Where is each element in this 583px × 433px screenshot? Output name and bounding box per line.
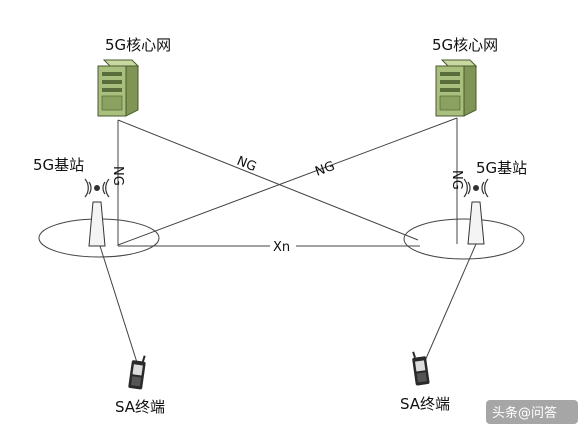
phone-right-icon (412, 351, 430, 386)
server-right-icon (435, 59, 478, 117)
cell-right-ellipse (403, 218, 525, 260)
label-ng-cross-a: NG (235, 154, 259, 175)
label-gnb-right: 5G基站 (476, 159, 527, 177)
label-ng-right-vertical: NG (449, 170, 464, 190)
phone-left-icon (128, 355, 146, 390)
label-core-left: 5G核心网 (105, 36, 171, 54)
label-ng-left-vertical: NG (110, 166, 125, 186)
label-ue-left: SA终端 (115, 398, 165, 416)
link-ue-right (420, 243, 477, 371)
label-ng-cross-b: NG (313, 159, 337, 180)
label-xn: Xn (273, 240, 290, 255)
xn-label-bg (270, 238, 296, 254)
watermark: 头条@问答 (486, 400, 578, 424)
server-left-icon (97, 59, 140, 117)
antenna-left-icon (84, 178, 110, 247)
label-core-right: 5G核心网 (432, 36, 498, 54)
antenna-right-icon (463, 178, 489, 245)
link-ng-cross-b (117, 117, 458, 246)
links (99, 117, 477, 373)
label-ue-right: SA终端 (400, 395, 450, 413)
watermark-text: 头条@问答 (492, 405, 557, 421)
link-ue-left (99, 245, 141, 373)
link-ng-cross-a (117, 119, 419, 241)
label-gnb-left: 5G基站 (33, 156, 84, 174)
